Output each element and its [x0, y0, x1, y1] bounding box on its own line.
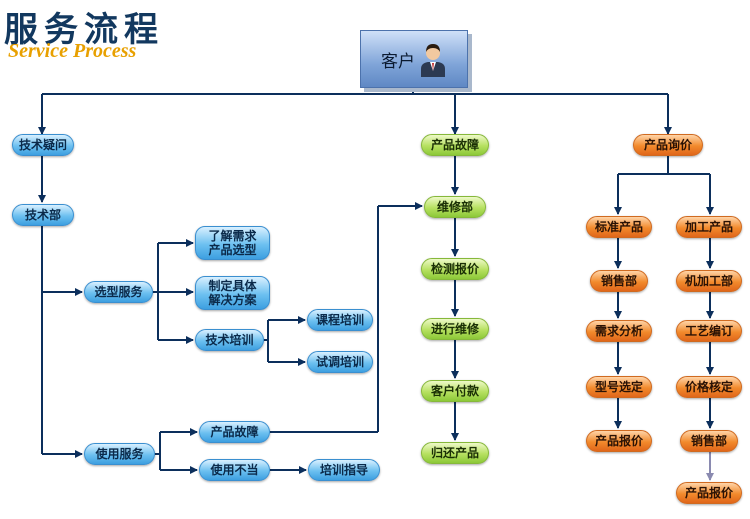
node-machining-dept: 机加工部: [676, 270, 742, 292]
node-sales-dept-1: 销售部: [590, 270, 648, 292]
node-understand-needs-label: 了解需求产品选型: [208, 229, 257, 257]
node-perform-repair: 进行维修: [421, 318, 489, 340]
title-chinese: 服务流程: [4, 10, 164, 50]
node-make-solution: 制定具体解决方案: [195, 276, 270, 310]
node-return-product: 归还产品: [421, 442, 489, 464]
customer-node: 客户: [360, 30, 468, 88]
node-understand-needs: 了解需求产品选型: [195, 226, 270, 260]
node-processed-product: 加工产品: [676, 216, 742, 238]
node-needs-analysis: 需求分析: [586, 320, 652, 342]
node-tech-dept: 技术部: [12, 204, 74, 226]
node-sales-dept-2: 销售部: [680, 430, 738, 452]
node-product-quote-1: 产品报价: [586, 430, 652, 452]
node-improper-use: 使用不当: [199, 459, 270, 481]
node-standard-product: 标准产品: [586, 216, 652, 238]
node-model-selection: 型号选定: [586, 376, 652, 398]
node-inspect-quote: 检测报价: [421, 258, 489, 280]
node-selection-service: 选型服务: [84, 281, 153, 303]
customer-label: 客户: [381, 51, 415, 72]
node-process-planning: 工艺编订: [676, 320, 742, 342]
node-product-quote-2: 产品报价: [676, 482, 742, 504]
node-product-fault-left: 产品故障: [199, 421, 270, 443]
node-debug-training: 试调培训: [307, 351, 373, 373]
node-training-guidance: 培训指导: [308, 459, 380, 481]
node-product-fault: 产品故障: [421, 134, 489, 156]
title-english: Service Process: [8, 40, 137, 62]
person-icon: [421, 44, 445, 77]
node-product-inquiry: 产品询价: [633, 134, 703, 156]
node-usage-service: 使用服务: [84, 443, 155, 465]
node-customer-payment: 客户付款: [421, 380, 489, 402]
node-tech-query: 技术疑问: [12, 134, 74, 156]
node-tech-training: 技术培训: [195, 329, 264, 351]
node-repair-dept: 维修部: [424, 196, 486, 218]
node-price-check: 价格核定: [676, 376, 742, 398]
node-course-training: 课程培训: [307, 309, 373, 331]
node-make-solution-label: 制定具体解决方案: [208, 279, 257, 307]
